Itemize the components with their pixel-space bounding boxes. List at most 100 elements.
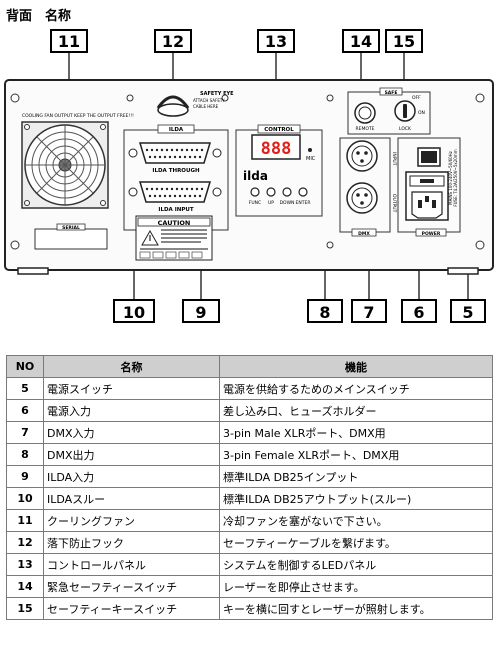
row-name: DMX出力	[43, 443, 220, 466]
dmx-input-connector	[346, 140, 378, 172]
row-function: レーザーを即停止させます。	[219, 575, 493, 598]
row-name: 電源スイッチ	[43, 377, 220, 400]
row-function: 冷却ファンを塞がないで下さい。	[219, 509, 493, 532]
table-header-row: NO 名称 機能	[6, 355, 493, 378]
svg-text:ENTER: ENTER	[296, 200, 311, 206]
enter-button	[298, 187, 308, 197]
row-no: 12	[6, 531, 44, 554]
dmx-section: INPUT OUTPUT DMX	[339, 137, 397, 237]
safety-eye-hook: SAFETY EYE ATTACH SAFETY CABLE HERE	[156, 91, 234, 117]
svg-text:INPUT: INPUT	[391, 152, 397, 166]
svg-text:MAINS 100-240V~50/60Hz: MAINS 100-240V~50/60Hz	[448, 151, 453, 205]
svg-text:DMX: DMX	[358, 231, 370, 237]
svg-text:MIC: MIC	[306, 156, 316, 162]
row-name: DMX入力	[43, 421, 220, 444]
dmx-output-connector	[346, 182, 378, 214]
row-function: セーフティーケーブルを繋げます。	[219, 531, 493, 554]
svg-text:OUTPUT: OUTPUT	[391, 194, 397, 213]
row-function: システムを制御するLEDパネル	[219, 553, 493, 576]
callout-8: 8	[307, 299, 343, 323]
row-no: 14	[6, 575, 44, 598]
header-function: 機能	[219, 355, 493, 378]
ilda-section: ILDA ILDA THROUGH ILDA INPUT	[123, 124, 229, 231]
row-no: 5	[6, 377, 44, 400]
row-no: 10	[6, 487, 44, 510]
callout-12: 12	[154, 29, 192, 53]
svg-text:CAUTION: CAUTION	[158, 219, 191, 227]
table-row: 15 セーフティーキースイッチ キーを横に回すとレーザーが照射します。	[6, 597, 493, 620]
svg-text:12: 12	[162, 32, 184, 51]
svg-text:FUNC: FUNC	[249, 200, 261, 206]
row-no: 11	[6, 509, 44, 532]
svg-text:OFF: OFF	[412, 95, 421, 101]
svg-text:ON: ON	[418, 110, 425, 116]
row-name: 電源入力	[43, 399, 220, 422]
row-function: 標準ILDA DB25インプット	[219, 465, 493, 488]
power-switch	[417, 147, 441, 167]
svg-text:REMOTE: REMOTE	[356, 126, 375, 132]
row-name: ILDA入力	[43, 465, 220, 488]
row-function: 3-pin Female XLRポート、DMX用	[219, 443, 493, 466]
table-row: 13 コントロールパネル システムを制御するLEDパネル	[6, 553, 493, 576]
callout-13: 13	[257, 29, 295, 53]
power-section: POWER MAINS 100-240V~50/60Hz FUSE: T4.2A…	[397, 137, 461, 237]
svg-text:9: 9	[195, 303, 206, 322]
svg-text:6: 6	[413, 303, 424, 322]
caution-label: CAUTION	[135, 215, 213, 261]
svg-text:CONTROL: CONTROL	[264, 127, 294, 133]
up-button	[266, 187, 276, 197]
header-name: 名称	[43, 355, 220, 378]
table-row: 7 DMX入力 3-pin Male XLRポート、DMX用	[6, 421, 493, 444]
callout-5: 5	[450, 299, 486, 323]
svg-text:ILDA THROUGH: ILDA THROUGH	[152, 168, 200, 174]
row-name: 落下防止フック	[43, 531, 220, 554]
svg-text:10: 10	[123, 303, 145, 322]
svg-text:CABLE HERE: CABLE HERE	[193, 104, 219, 109]
callout-11: 11	[50, 29, 88, 53]
callout-9: 9	[182, 299, 220, 323]
table-row: 14 緊急セーフティースイッチ レーザーを即停止させます。	[6, 575, 493, 598]
spec-table: NO 名称 機能 5 電源スイッチ 電源を供給するためのメインスイッチ 6 電源…	[6, 355, 493, 620]
svg-text:13: 13	[265, 32, 287, 51]
row-name: 緊急セーフティースイッチ	[43, 575, 220, 598]
header-no: NO	[6, 355, 44, 378]
row-function: 標準ILDA DB25アウトプット(スルー)	[219, 487, 493, 510]
control-panel: CONTROL 888 MIC ilda FUNC UP DOWN ENTER	[235, 124, 323, 217]
row-no: 9	[6, 465, 44, 488]
row-no: 8	[6, 443, 44, 466]
svg-text:SERIAL: SERIAL	[62, 225, 80, 231]
func-button	[250, 187, 260, 197]
row-no: 6	[6, 399, 44, 422]
callout-14: 14	[342, 29, 380, 53]
svg-text:SAFE: SAFE	[385, 90, 398, 96]
row-no: 7	[6, 421, 44, 444]
row-function: キーを横に回すとレーザーが照射します。	[219, 597, 493, 620]
callout-6: 6	[401, 299, 437, 323]
svg-text:FUSE: T4.2A/250V~5x20mm: FUSE: T4.2A/250V~5x20mm	[453, 149, 458, 206]
ilda-logo: ilda	[243, 169, 268, 183]
svg-text:COOLING FAN OUTPUT KEEP THE: COOLING FAN OUTPUT KEEP THE OUTPUT FREE!…	[22, 113, 134, 119]
row-no: 15	[6, 597, 44, 620]
svg-text:14: 14	[350, 32, 372, 51]
row-name: ILDAスルー	[43, 487, 220, 510]
svg-text:POWER: POWER	[422, 231, 441, 237]
row-function: 3-pin Male XLRポート、DMX用	[219, 421, 493, 444]
svg-text:15: 15	[393, 32, 415, 51]
svg-text:LOCK: LOCK	[399, 126, 412, 132]
page-title: 背面 名称	[6, 9, 72, 24]
table-row: 10 ILDAスルー 標準ILDA DB25アウトプット(スルー)	[6, 487, 493, 510]
table-row: 5 電源スイッチ 電源を供給するためのメインスイッチ	[6, 377, 493, 400]
svg-text:ILDA: ILDA	[169, 127, 184, 133]
svg-text:5: 5	[462, 303, 473, 322]
svg-text:ILDA INPUT: ILDA INPUT	[158, 207, 193, 213]
led-display: 888	[261, 139, 292, 159]
row-function: 差し込み口、ヒューズホルダー	[219, 399, 493, 422]
ilda-through-connector	[128, 142, 222, 164]
svg-text:UP: UP	[268, 200, 274, 206]
svg-text:7: 7	[363, 303, 374, 322]
power-inlet	[405, 171, 449, 221]
row-name: セーフティーキースイッチ	[43, 597, 220, 620]
table-row: 11 クーリングファン 冷却ファンを塞がないで下さい。	[6, 509, 493, 532]
row-name: クーリングファン	[43, 509, 220, 532]
table-row: 8 DMX出力 3-pin Female XLRポート、DMX用	[6, 443, 493, 466]
